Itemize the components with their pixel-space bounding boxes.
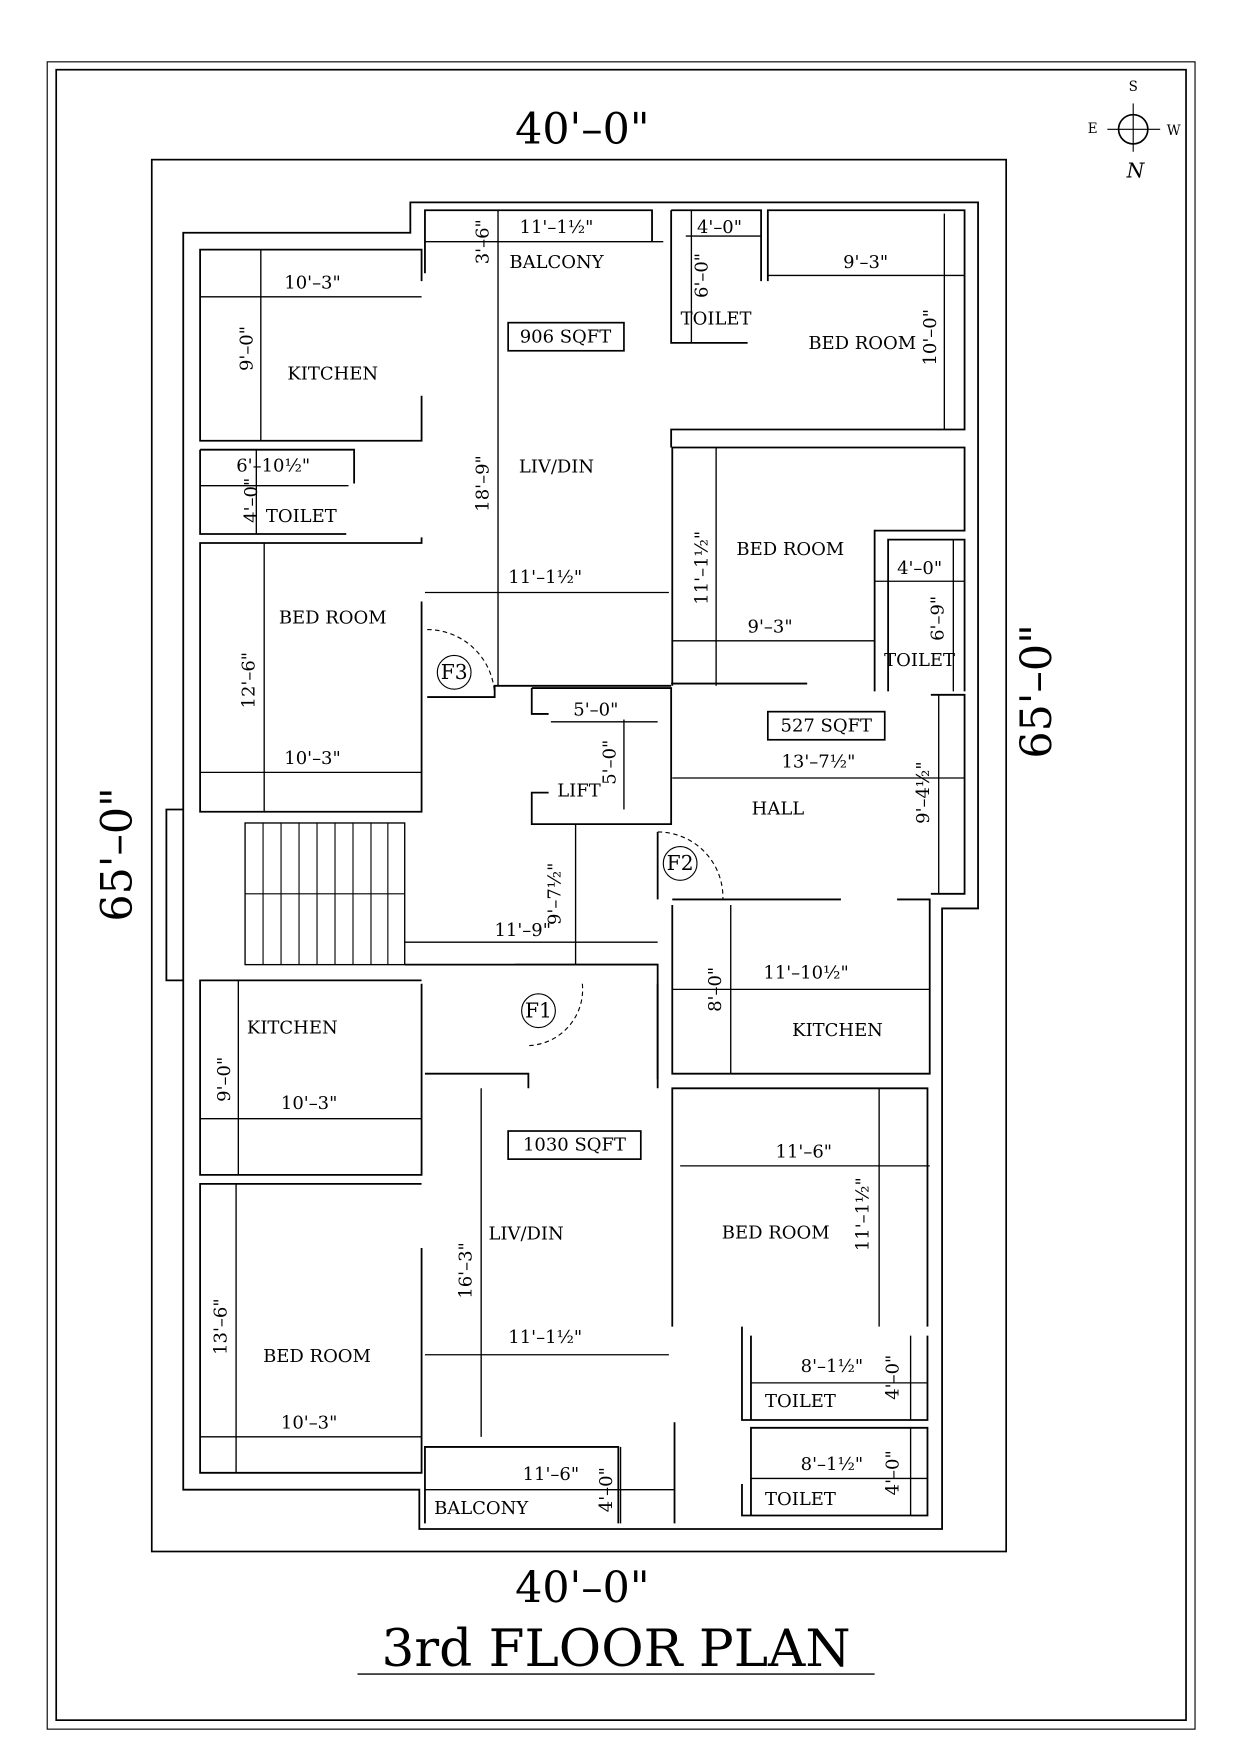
room-label: TOILET <box>765 1489 836 1510</box>
dim-label: 18'–9" <box>472 455 493 512</box>
room-label: BED ROOM <box>736 539 844 560</box>
dim-label: 12'–6" <box>239 652 260 709</box>
dim-label: 4'–0" <box>883 1450 904 1495</box>
room-label: BED ROOM <box>279 607 387 628</box>
dim-label: 8'–1½" <box>801 1454 863 1475</box>
dim-label: 11'–6" <box>776 1141 832 1162</box>
sheet-border <box>46 61 1196 1730</box>
compass-w: W <box>1167 123 1181 139</box>
room-label: KITCHEN <box>287 363 378 384</box>
room-label: TOILET <box>681 308 752 329</box>
room-outlines <box>199 209 966 1524</box>
room-label: TOILET <box>266 506 337 527</box>
dim-label: 9'–7½" <box>544 863 565 925</box>
compass-e: E <box>1088 121 1098 137</box>
area-tags: 906 SQFT 527 SQFT 1030 SQFT <box>507 321 886 1160</box>
dim-label: 9'–3" <box>748 616 793 637</box>
dim-label: 3'–6" <box>472 219 493 264</box>
dim-label: 6'–0" <box>692 253 713 298</box>
dim-label: 11'–1½" <box>692 531 713 605</box>
dim-label: 9'–0" <box>236 326 257 371</box>
area-527: 527 SQFT <box>781 715 873 736</box>
compass-s: S <box>1129 79 1138 95</box>
dim-label: 6'–10½" <box>236 456 310 477</box>
stair-bump <box>165 808 184 982</box>
room-label: LIV/DIN <box>519 457 594 478</box>
dim-label: 10'–0" <box>920 309 941 366</box>
dim-label: 9'–4½" <box>913 761 934 823</box>
dim-label: 4'–0" <box>897 558 942 579</box>
door-swings <box>427 629 724 1047</box>
room-label: BALCONY <box>509 252 604 273</box>
door-tag-f2: F2 <box>667 851 694 875</box>
dim-label: 11'–9" <box>495 920 551 941</box>
room-label: LIV/DIN <box>488 1223 563 1244</box>
dim-label: 8'–0" <box>705 967 726 1012</box>
dim-label: 4'–0" <box>697 217 742 238</box>
room-label: HALL <box>752 798 805 819</box>
dim-label: 9'–3" <box>843 252 888 273</box>
dim-label: 13'–7½" <box>781 751 855 772</box>
page-title: 3rd FLOOR PLAN <box>381 1619 850 1679</box>
plot-boundary <box>150 158 1008 1553</box>
dim-label: 4'–0" <box>596 1467 617 1512</box>
room-label: BALCONY <box>434 1498 529 1519</box>
room-label: KITCHEN <box>792 1020 883 1041</box>
dim-label: 16'–3" <box>456 1242 477 1299</box>
door-tag-f1: F1 <box>525 998 552 1022</box>
room-label: LIFT <box>557 780 600 801</box>
dimension-labels: 10'–3" 9'–0" 6'–10½" 4'–0" 3'–6" 11'–1½"… <box>210 217 948 1512</box>
dim-label: 5'–0" <box>599 740 620 785</box>
dim-label: 10'–3" <box>281 1412 337 1433</box>
area-1030: 1030 SQFT <box>523 1135 626 1156</box>
room-label: TOILET <box>765 1391 836 1412</box>
dim-label: 8'–1½" <box>801 1356 863 1377</box>
room-label: KITCHEN <box>247 1018 338 1039</box>
room-label: BED ROOM <box>263 1346 371 1367</box>
overall-depth-left: 65'–0" <box>92 787 142 921</box>
room-label: TOILET <box>884 650 955 671</box>
door-tag-f3: F3 <box>441 660 468 684</box>
dim-label: 9'–0" <box>214 1057 235 1102</box>
dim-label: 10'–3" <box>281 1093 337 1114</box>
door-tags: F3 F2 F1 <box>436 654 698 1029</box>
dim-label: 11'–1½" <box>852 1177 873 1251</box>
dim-label: 10'–3" <box>284 748 340 769</box>
room-label: BED ROOM <box>808 333 916 354</box>
overall-depth-right: 65'–0" <box>1012 624 1062 758</box>
room-label: BED ROOM <box>722 1222 830 1243</box>
dim-label: 5'–0" <box>573 700 618 721</box>
area-906: 906 SQFT <box>520 326 612 347</box>
overall-width-top: 40'–0" <box>515 105 649 155</box>
building-outline <box>182 201 979 1530</box>
overall-dimensions: 40'–0" 40'–0" 65'–0" 65'–0" <box>92 105 1062 1613</box>
dim-label: 4'–0" <box>241 478 262 523</box>
compass: S E W N <box>1088 79 1181 182</box>
dim-label: 11'–1½" <box>520 217 594 238</box>
dim-label: 4'–0" <box>883 1355 904 1400</box>
dim-label: 11'–6" <box>523 1464 579 1485</box>
dim-label: 10'–3" <box>284 272 340 293</box>
dim-label: 11'–1½" <box>508 1327 582 1348</box>
room-labels: KITCHEN LIV/DIN TOILET BED ROOM BALCONY … <box>247 252 955 1519</box>
dim-label: 11'–1½" <box>508 567 582 588</box>
overall-width-bottom: 40'–0" <box>515 1563 649 1613</box>
dim-label: 6'–9" <box>928 596 949 641</box>
dimension-lines <box>200 210 965 1524</box>
dim-label: 13'–6" <box>210 1298 231 1355</box>
compass-n: N <box>1126 159 1146 183</box>
dim-label: 11'–10½" <box>763 963 848 984</box>
staircase <box>244 822 406 966</box>
